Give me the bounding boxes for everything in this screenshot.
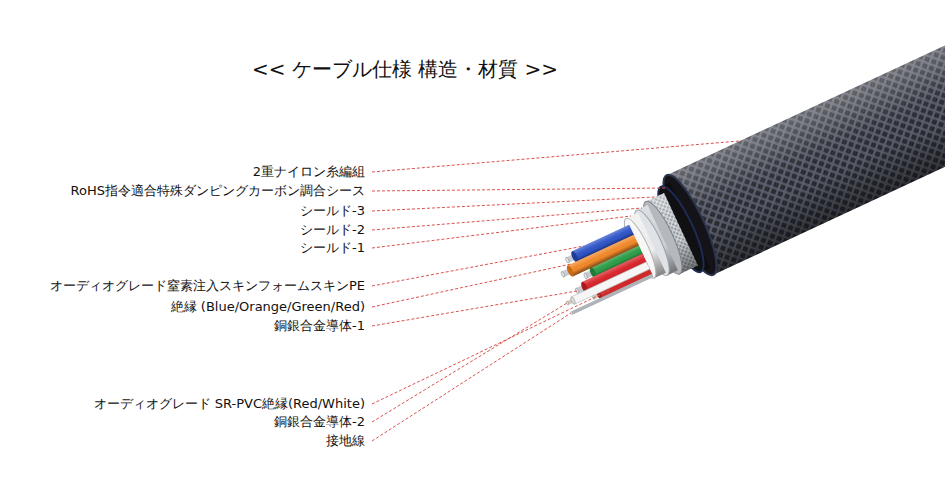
part-label: シールド-1 xyxy=(300,240,365,256)
part-label: 銅銀合金導体-2 xyxy=(274,414,365,430)
leader-line xyxy=(372,303,567,422)
leader-line xyxy=(372,188,666,191)
diagram-title: << ケーブル仕様 構造・材質 >> xyxy=(252,56,558,82)
part-label: 絶縁 (Blue/Orange/Green/Red) xyxy=(171,299,365,315)
leader-line xyxy=(372,264,571,307)
part-label: オーディオグレード窒素注入スキンフォームスキンPE xyxy=(50,278,365,294)
cable xyxy=(535,0,945,336)
part-label: 銅銀合金導体-1 xyxy=(274,318,365,334)
leader-line xyxy=(372,197,655,211)
part-label: シールド-3 xyxy=(300,203,365,219)
wire-end xyxy=(570,296,576,305)
ground-strand xyxy=(571,274,654,315)
part-label: RoHS指令適合特殊ダンピングカーボン調合シース xyxy=(71,183,365,199)
leader-line xyxy=(372,291,577,326)
part-label: 接地線 xyxy=(326,433,365,449)
leader-line xyxy=(372,290,610,404)
ground-wire xyxy=(570,274,654,316)
leader-lines xyxy=(372,141,739,441)
leader-line xyxy=(372,141,739,172)
leader-line xyxy=(372,246,584,286)
leader-line xyxy=(372,216,631,248)
conductor-end xyxy=(583,273,588,280)
conductor-end xyxy=(565,257,570,264)
part-label: シールド-2 xyxy=(300,222,365,238)
conductor-end xyxy=(560,271,565,278)
part-label: オーディオグレード SR-PVC絶縁(Red/White) xyxy=(94,396,365,412)
wire-end xyxy=(565,264,574,277)
leader-line xyxy=(372,313,571,441)
part-label: 2重ナイロン糸編組 xyxy=(253,164,365,180)
leader-line xyxy=(372,208,642,230)
